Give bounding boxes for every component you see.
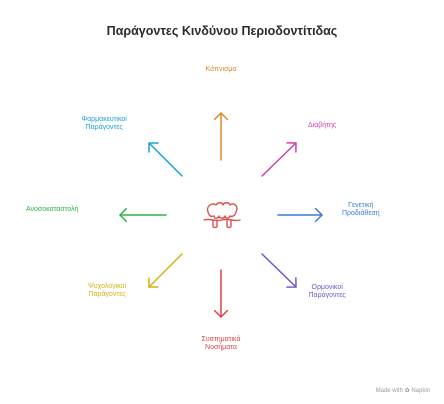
footer-brand: Napkin xyxy=(411,388,430,394)
footer: Made with ✿ Napkin xyxy=(376,387,430,394)
footer-prefix: Made with xyxy=(375,388,403,394)
arrow-genetic-predisposition xyxy=(277,207,323,223)
page-title: Παράγοντες Κινδύνου Περιοδοντίτιδας xyxy=(106,24,338,38)
arrow-diabetes xyxy=(261,142,297,177)
label-immunosuppression: Ανοσοκαταστολή xyxy=(26,206,78,215)
label-line: Προδιάθεση xyxy=(342,210,380,217)
label-line: Παράγοντες xyxy=(308,292,346,299)
arrow-smoking xyxy=(213,112,229,161)
arrow-systemic-diseases xyxy=(213,269,229,318)
label-diabetes: Διαβήτης xyxy=(308,122,336,131)
arrow-pharmaceutical-factors xyxy=(148,142,183,177)
tooth-icon xyxy=(203,202,241,229)
label-line: Συστηματικά xyxy=(201,335,241,343)
label-line: Νοσήματα xyxy=(205,344,237,351)
label-line: Ορμονικοί xyxy=(311,283,343,291)
label-line: Παράγοντες xyxy=(88,291,126,298)
label-line: Κάπνισμα xyxy=(205,65,237,73)
label-line: Ψυχολογικοί xyxy=(88,282,127,290)
arrow-hormonal-factors xyxy=(261,253,297,288)
napkin-logo-icon: ✿ xyxy=(404,388,410,394)
label-line: Διαβήτης xyxy=(308,121,337,129)
label-line: Φαρμακευτικοί xyxy=(81,115,127,123)
arrow-immunosuppression xyxy=(119,207,167,223)
label-line: Ανοσοκαταστολή xyxy=(26,205,79,213)
label-smoking: Κάπνισμα xyxy=(206,66,237,75)
label-line: Παράγοντες xyxy=(85,124,123,131)
arrow-psychological-factors xyxy=(148,253,183,288)
label-line: Γενετική xyxy=(348,201,374,209)
